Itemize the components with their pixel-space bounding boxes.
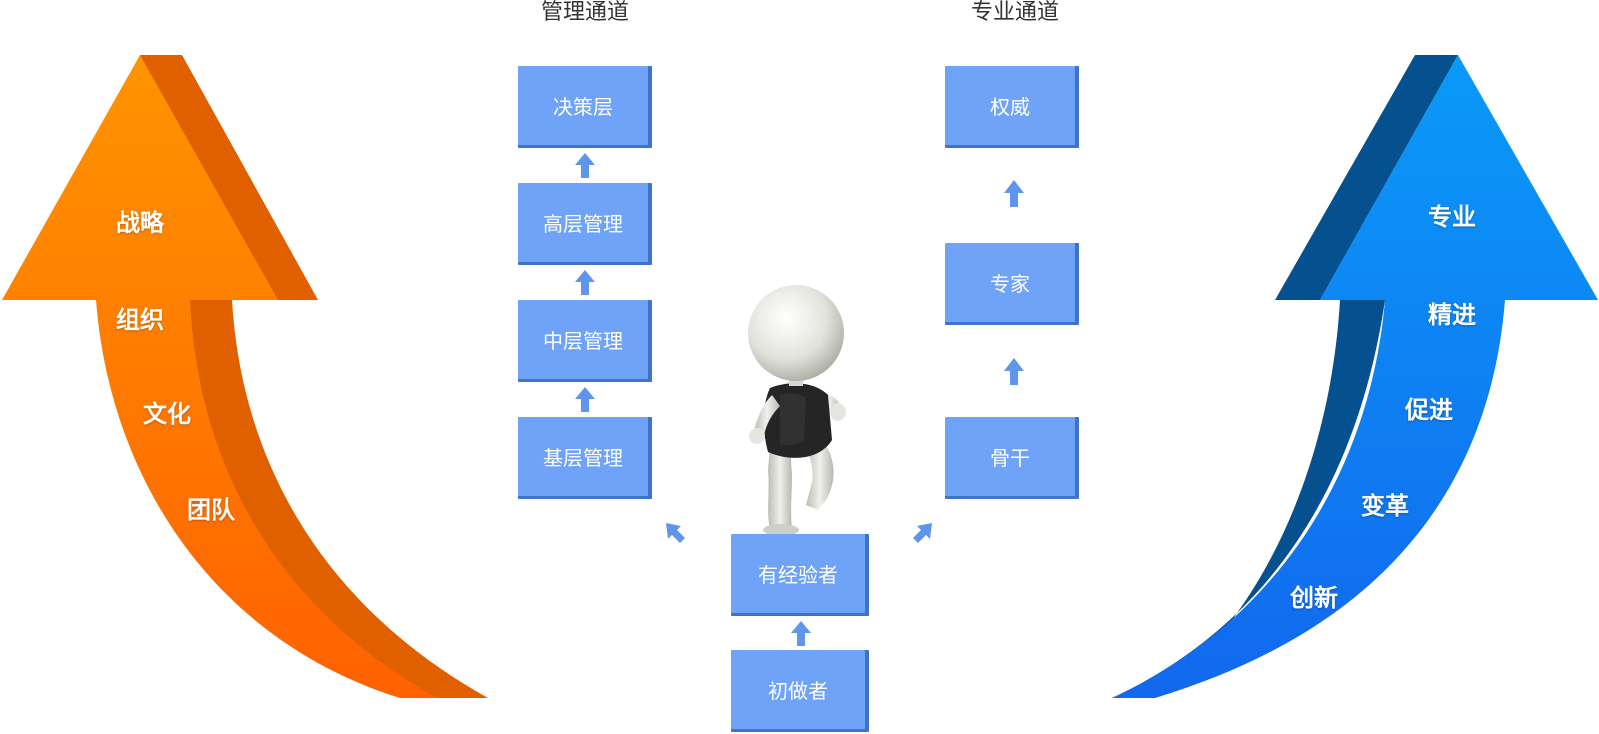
left-arrow-word-strategy: 战略: [116, 209, 164, 237]
professional-box-expert: 专家: [945, 243, 1079, 325]
up-arrow-icon: [1004, 358, 1024, 385]
management-connector-arrows: [575, 153, 595, 412]
professional-box-backbone: 骨干: [945, 417, 1079, 499]
professional-channel-title: 专业通道: [970, 0, 1059, 25]
left-orange-arrow: [2, 55, 488, 698]
management-box-decision-level: 决策层: [518, 66, 652, 148]
up-left-arrow-icon: [666, 523, 685, 543]
left-arrow-word-culture: 文化: [143, 400, 191, 428]
up-arrow-icon: [1004, 180, 1024, 207]
right-arrow-word-promote: 促进: [1405, 396, 1453, 424]
management-box-middle: 中层管理: [518, 300, 652, 382]
diagonal-arrows: [666, 523, 932, 543]
up-arrow-icon: [575, 270, 595, 295]
up-arrow-icon: [575, 387, 595, 412]
up-arrow-icon: [791, 621, 811, 646]
base-box-beginner: 初做者: [731, 650, 869, 732]
right-blue-arrow: [1112, 55, 1598, 698]
base-box-experienced: 有经验者: [731, 534, 869, 616]
up-right-arrow-icon: [913, 523, 932, 543]
right-arrow-word-professional: 专业: [1428, 203, 1476, 231]
management-channel-title: 管理通道: [540, 0, 629, 25]
right-arrow-word-innovation: 创新: [1290, 584, 1338, 612]
professional-box-authority: 权威: [945, 66, 1079, 148]
management-box-basic: 基层管理: [518, 417, 652, 499]
professional-connector-arrows: [1004, 180, 1024, 385]
left-arrow-word-team: 团队: [187, 496, 235, 524]
management-box-senior: 高层管理: [518, 183, 652, 265]
right-arrow-word-refinement: 精进: [1428, 301, 1476, 329]
climbing-figure: [748, 285, 846, 536]
left-arrow-word-organization: 组织: [116, 306, 164, 334]
right-arrow-word-reform: 变革: [1361, 492, 1409, 520]
up-arrow-icon: [575, 153, 595, 178]
